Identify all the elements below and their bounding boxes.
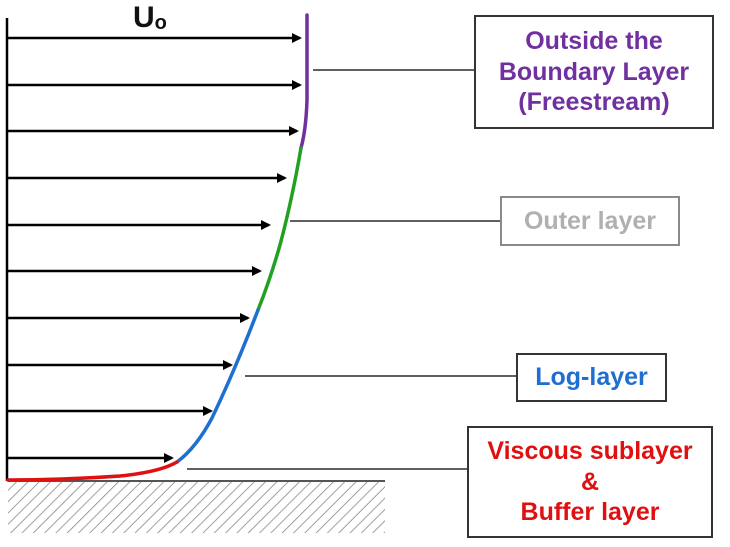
wall-hatch bbox=[8, 481, 385, 533]
profile-viscous-buffer bbox=[6, 460, 179, 482]
velocity-arrows bbox=[8, 33, 302, 463]
outer-layer-label: Outer layer bbox=[523, 206, 656, 235]
profile-outer-layer bbox=[256, 146, 303, 312]
profile-log-layer bbox=[175, 308, 260, 464]
freestream-label-box: Outside the Boundary Layer (Freestream) bbox=[474, 15, 714, 129]
velocity-symbol-subscript: o bbox=[154, 12, 167, 34]
log-layer-label: Log-layer bbox=[535, 363, 648, 392]
viscous-label-line: & bbox=[580, 467, 600, 496]
viscous-label-line: Buffer layer bbox=[520, 498, 660, 527]
freestream-velocity-label: Uo bbox=[133, 1, 167, 34]
velocity-symbol-main: U bbox=[133, 1, 155, 34]
freestream-label-line: Outside the bbox=[525, 27, 663, 56]
freestream-label-line: Boundary Layer bbox=[498, 57, 690, 86]
freestream-label-line: (Freestream) bbox=[518, 88, 670, 117]
viscous-label-line: Viscous sublayer bbox=[487, 437, 693, 466]
outer-layer-label-box: Outer layer bbox=[500, 196, 680, 246]
viscous-buffer-label-box: Viscous sublayer & Buffer layer bbox=[467, 426, 713, 538]
log-layer-label-box: Log-layer bbox=[516, 353, 667, 402]
profile-freestream bbox=[299, 13, 309, 150]
